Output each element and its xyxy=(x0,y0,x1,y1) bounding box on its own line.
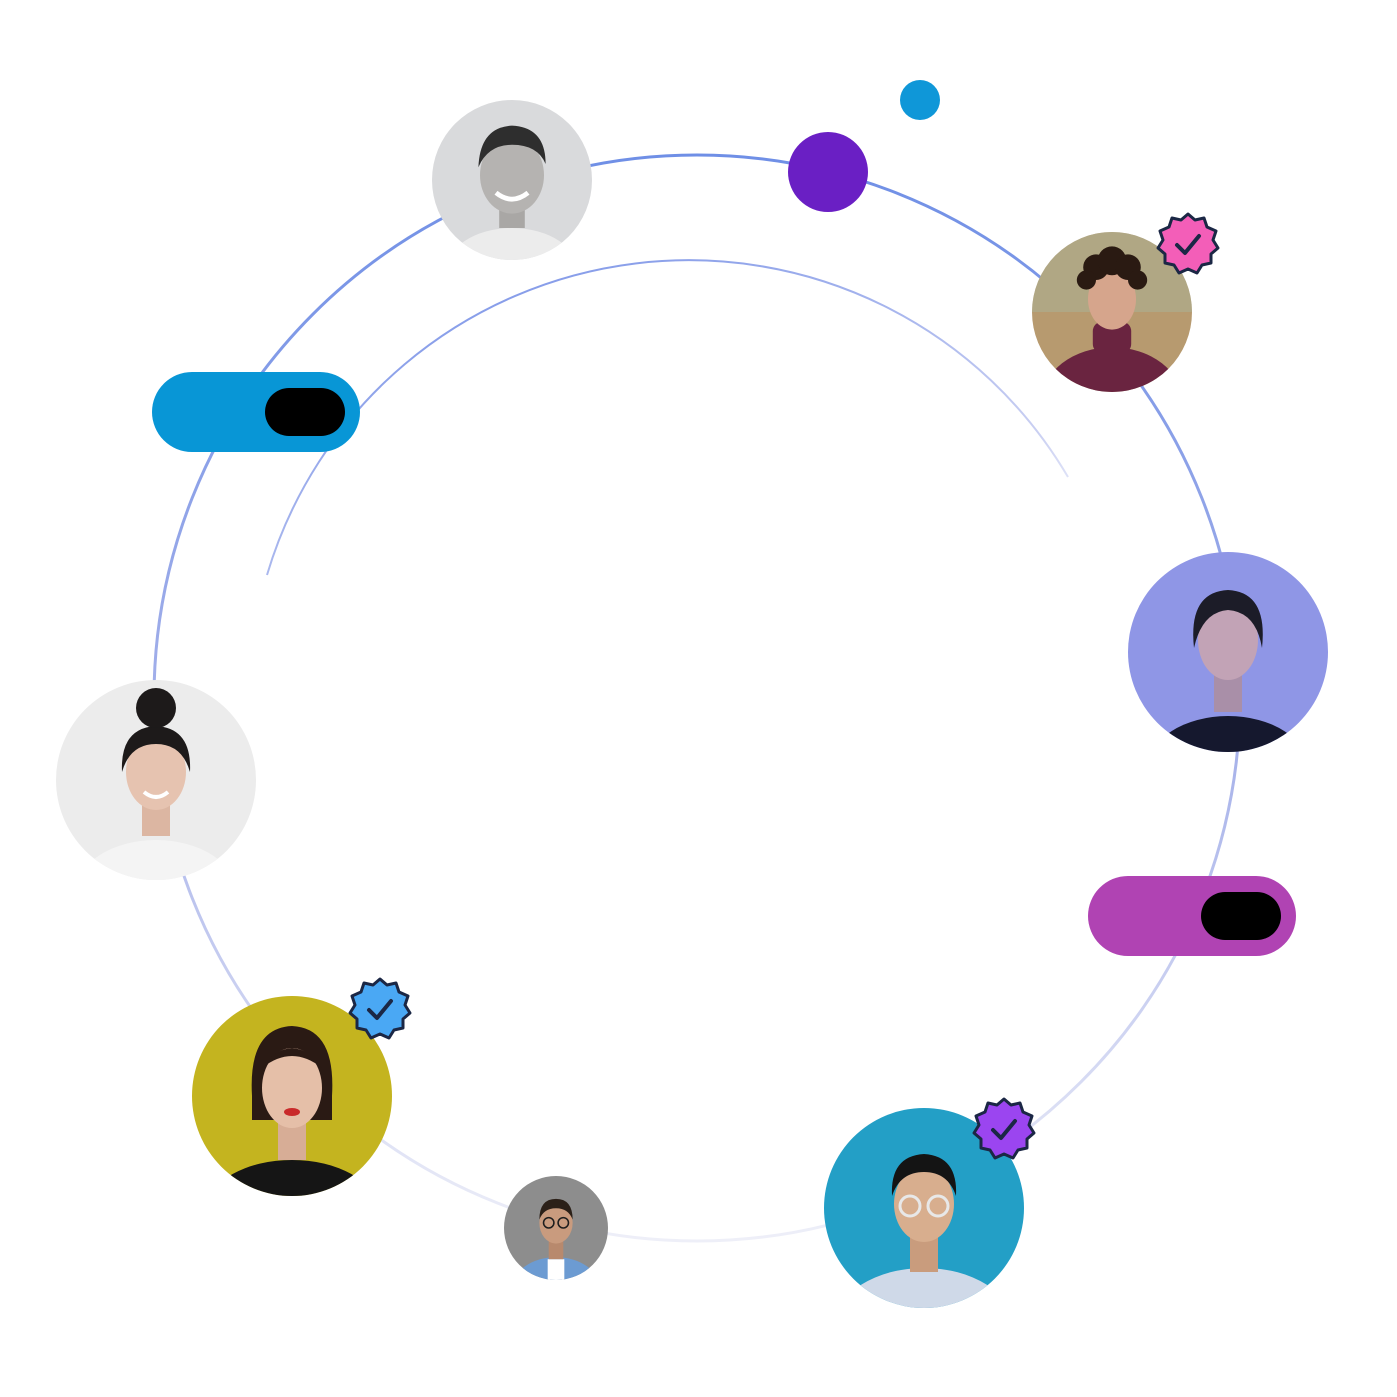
right-toggle[interactable] xyxy=(1088,876,1296,956)
avatar-woman-hair-bun[interactable] xyxy=(56,680,256,880)
purple-dot xyxy=(788,132,868,212)
inner-ring-arc xyxy=(266,259,1069,576)
left-toggle[interactable] xyxy=(152,372,360,452)
verified-badge-pink-icon xyxy=(1156,212,1220,275)
avatar-man-smiling-grayscale[interactable] xyxy=(432,100,592,260)
right-toggle-knob[interactable] xyxy=(1201,892,1281,940)
verified-badge-purple-icon xyxy=(972,1097,1036,1160)
blue-dot xyxy=(900,80,940,120)
avatar-man-glasses-blue-background[interactable] xyxy=(824,1108,1024,1308)
verified-badge-blue-icon xyxy=(348,977,412,1040)
avatar-man-glasses-small[interactable] xyxy=(504,1176,608,1280)
left-toggle-knob[interactable] xyxy=(265,388,345,436)
avatar-woman-blue-light[interactable] xyxy=(1128,552,1328,752)
